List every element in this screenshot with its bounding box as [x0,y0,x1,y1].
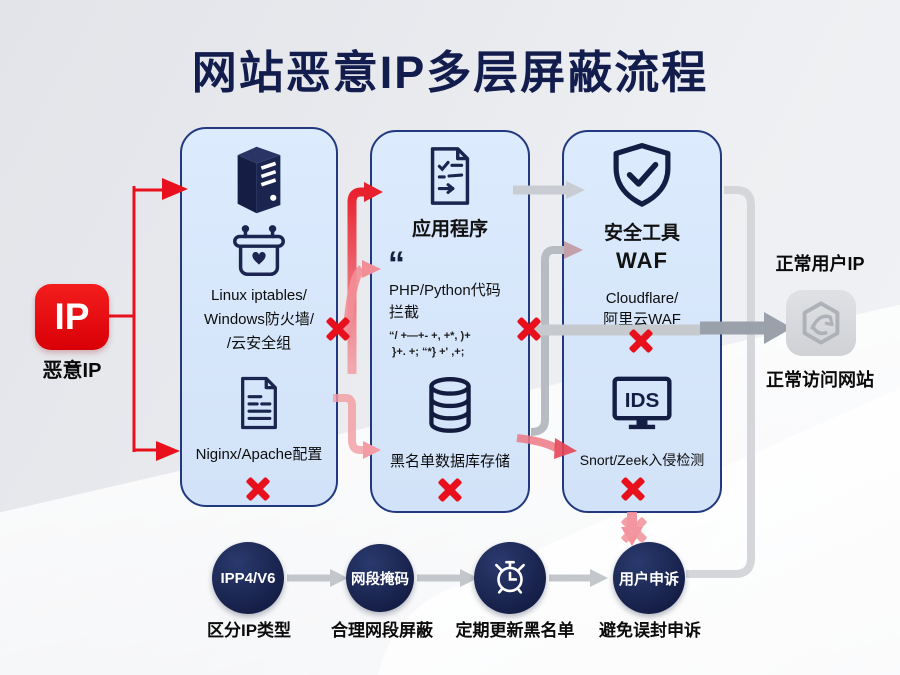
code-intercept-line-1: PHP/Python代码 [389,282,501,299]
malicious-ip-badge: IP [35,284,109,350]
block-x-icon-ids [620,476,646,502]
firewall-tool-line-3: /云安全组 [226,335,292,352]
malicious-ip-branch-lines [109,178,188,461]
page-title: 网站恶意IP多层屏蔽流程 [191,47,709,98]
application-layer-card: 应用程序 “ PHP/Python代码 拦截 “/ +—+- +, +*, )+… [370,130,530,513]
waf-provider-line-1: Cloudflare/ [605,290,679,307]
step-circle-netmask-text: 网段掩码 [351,571,409,588]
code-intercept-line-2: 拦截 [389,304,420,321]
website-logo-icon [802,301,840,345]
step-circle-appeal: 用户申诉 [613,542,685,614]
code-snippet-line-1: “/ +—+- +, +*, )+ [389,330,471,342]
firewall-layer-card: Linux iptables/ Windows防火墙/ /云安全组 Niginx… [180,127,338,507]
waf-title: WAF [616,248,668,273]
block-x-icon-app-edge [516,316,542,342]
step-circle-appeal-text: 用户申诉 [618,570,679,588]
security-layer-card: 安全工具 WAF Cloudflare/ 阿里云WAF IDS Snort/Ze… [562,130,722,513]
step-circle-ip-type: IPP4/V6 [212,542,284,614]
step-circle-netmask: 网段掩码 [346,544,414,612]
normal-access-label: 正常访问网站 [766,370,874,390]
checklist-file-icon [430,147,470,205]
webserver-config-text: Niginx/Apache配置 [195,446,323,463]
block-x-icon-blacklist [437,477,463,503]
malicious-ip-label: 恶意IP [42,360,102,382]
svg-text:IDS: IDS [625,389,660,412]
block-x-icon-waf [628,328,654,354]
step-circle-ip-type-text: IPP4/V6 [220,569,276,587]
step-label-ip-type: 区分IP类型 [206,621,292,640]
security-tools-title: 安全工具 [603,223,680,244]
application-layer-title: 应用程序 [411,219,488,240]
ids-monitor-icon: IDS [612,376,672,430]
firewall-tool-line-2: Windows防火墙/ [203,311,315,328]
firewall-icon [233,225,285,277]
block-x-icon-firewall-edge [325,316,351,342]
shield-check-icon [613,143,671,207]
step-label-update: 定期更新黑名单 [455,621,575,640]
alarm-clock-icon [495,560,525,594]
database-icon [429,376,471,433]
step-circle-update [474,542,546,614]
website-box [786,290,856,356]
step-label-netmask: 合理网段屏蔽 [331,621,433,640]
step-label-appeal: 避免误封申诉 [599,621,701,640]
code-snippet-line-2: }+. +; “*} +' ,+; [389,346,465,358]
firewall-tool-line-1: Linux iptables/ [211,287,307,304]
block-x-icon-appeal [621,517,647,543]
block-x-icon-webserver [245,476,271,502]
waf-provider-line-2: 阿里云WAF [603,311,681,328]
quote-mark: “ [388,245,405,283]
ids-tools-text: Snort/Zeek入侵检测 [579,452,705,468]
normal-user-ip-label: 正常用户IP [775,254,865,274]
server-icon [237,146,281,214]
config-file-icon [241,376,277,430]
blacklist-db-text: 黑名单数据库存储 [389,453,510,470]
